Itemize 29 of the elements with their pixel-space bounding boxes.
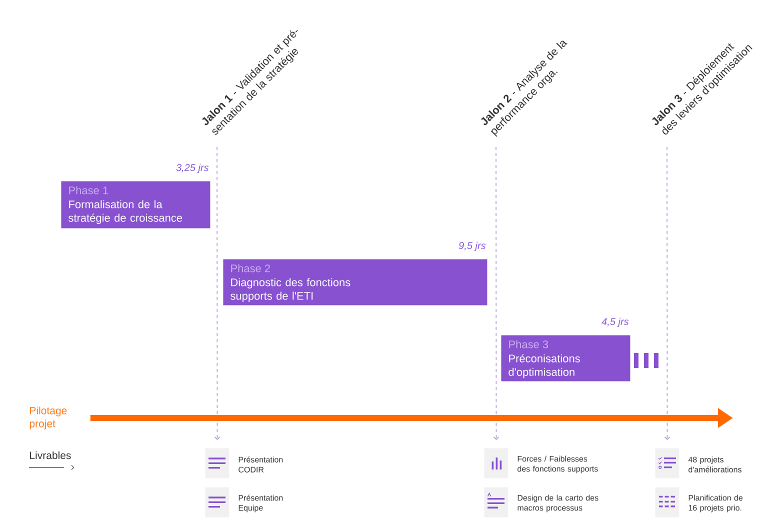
dashed-lines-icon	[655, 487, 680, 518]
dashed-arrow	[664, 146, 670, 440]
deliverable-text: Présentation CODIR	[238, 456, 283, 472]
phase-box	[61, 181, 210, 228]
deliverable-text: Forces / Faiblesses des fonctions supports	[518, 456, 598, 474]
phase-number: Phase 3	[509, 340, 548, 348]
deliverable-text: Design de la carto des macros processus	[518, 494, 598, 512]
phase-number: Phase 2	[231, 264, 270, 272]
deliverable-text: 48 projets d'améliorations	[688, 456, 742, 472]
row-label: Pilotage projet	[30, 406, 67, 430]
phase-number: Phase 1	[69, 186, 108, 194]
bar-chart-icon	[484, 448, 508, 478]
phase-title: Formalisation de la stratégie de croissance	[68, 200, 182, 224]
duration-label: 4,5 jrs	[602, 318, 629, 328]
deliverable-text: Planification de 16 projets prio.	[688, 494, 743, 512]
phase-title: Préconisations d'optimisation	[508, 354, 580, 378]
phase-box	[223, 259, 488, 306]
deliverable-text: Présentation Equipe	[238, 494, 283, 512]
checklist-icon	[655, 448, 680, 478]
phase-box	[501, 335, 630, 382]
text-lines-icon	[205, 448, 230, 478]
phase-title: Diagnostic des fonctions supports de l'ETI	[230, 278, 350, 302]
section-label: Livrables	[30, 451, 71, 460]
duration-label: 9,5 jrs	[458, 242, 486, 252]
dashed-arrow	[493, 146, 500, 440]
text-lines-icon	[205, 487, 230, 518]
duration-label: 3,25 jrs	[176, 164, 209, 174]
list-icon	[484, 487, 508, 518]
dashed-arrow	[214, 146, 220, 440]
